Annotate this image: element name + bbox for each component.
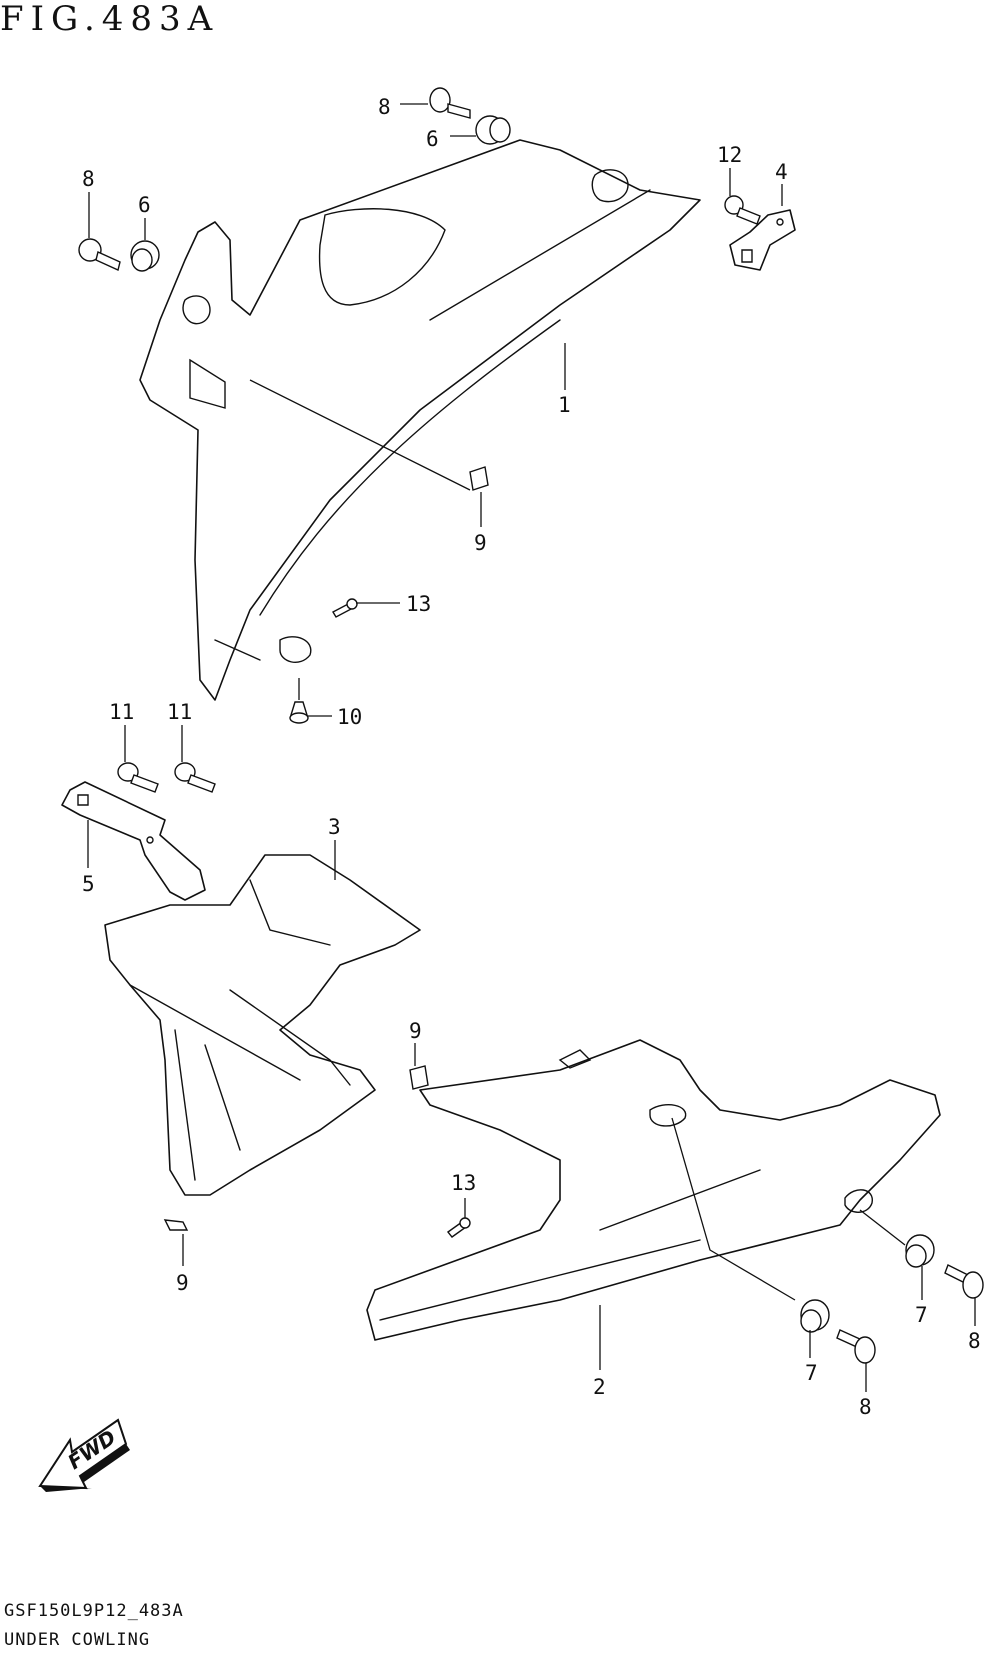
figure-title: FIG.483A [0, 0, 220, 39]
callout-12: 12 [717, 143, 742, 167]
screw-8-right [944, 1264, 984, 1299]
part-2-lower-cowling [366, 1039, 941, 1341]
screw-8-bottom [836, 1329, 876, 1364]
bolt-11-right [174, 762, 216, 793]
part-4-bracket [729, 209, 796, 271]
figure-code: GSF150L9P12_483A [4, 1601, 184, 1621]
screw-8-top [429, 87, 471, 119]
grommet-6-left [130, 240, 160, 272]
callout-13: 13 [406, 592, 431, 616]
part-3-inner-panel [104, 854, 421, 1196]
callout-6: 6 [426, 127, 439, 151]
bolt-12 [724, 195, 761, 225]
clip-nut-9-lower [163, 1219, 189, 1231]
leader-lines [87, 103, 976, 1392]
callout-13: 13 [451, 1171, 476, 1195]
grommet-7-right [905, 1234, 935, 1268]
fwd-arrow: FWD [38, 1418, 130, 1492]
callout-9: 9 [409, 1019, 422, 1043]
clip-nut-9-middle [409, 1065, 429, 1090]
screw-13-lower [446, 1217, 471, 1238]
grommet-7-bottom [800, 1299, 830, 1333]
grommet-6-top [475, 115, 511, 145]
callout-8: 8 [378, 95, 391, 119]
callout-10: 10 [337, 705, 362, 729]
screw-8-left [78, 238, 121, 271]
part-5-bracket [61, 781, 206, 901]
callout-8: 8 [82, 167, 95, 191]
callout-8: 8 [859, 1395, 872, 1419]
callout-3: 3 [328, 815, 341, 839]
callout-5: 5 [82, 872, 95, 896]
part-1-upper-cowling [139, 139, 701, 701]
callout-4: 4 [775, 160, 788, 184]
figure-name: UNDER COWLING [4, 1630, 151, 1650]
clip-nut-9-upper [469, 466, 489, 491]
callout-6: 6 [138, 193, 151, 217]
callout-7: 7 [915, 1303, 928, 1327]
callout-9: 9 [474, 531, 487, 555]
callout-7: 7 [805, 1361, 818, 1385]
bolt-11-left [117, 762, 159, 793]
callout-11: 11 [167, 700, 192, 724]
callout-8: 8 [968, 1329, 981, 1353]
callout-1: 1 [558, 393, 571, 417]
callout-2: 2 [593, 1375, 606, 1399]
callout-9: 9 [176, 1271, 189, 1295]
callout-11: 11 [109, 700, 134, 724]
rivet-10 [289, 701, 309, 724]
screw-13-upper [332, 598, 358, 618]
